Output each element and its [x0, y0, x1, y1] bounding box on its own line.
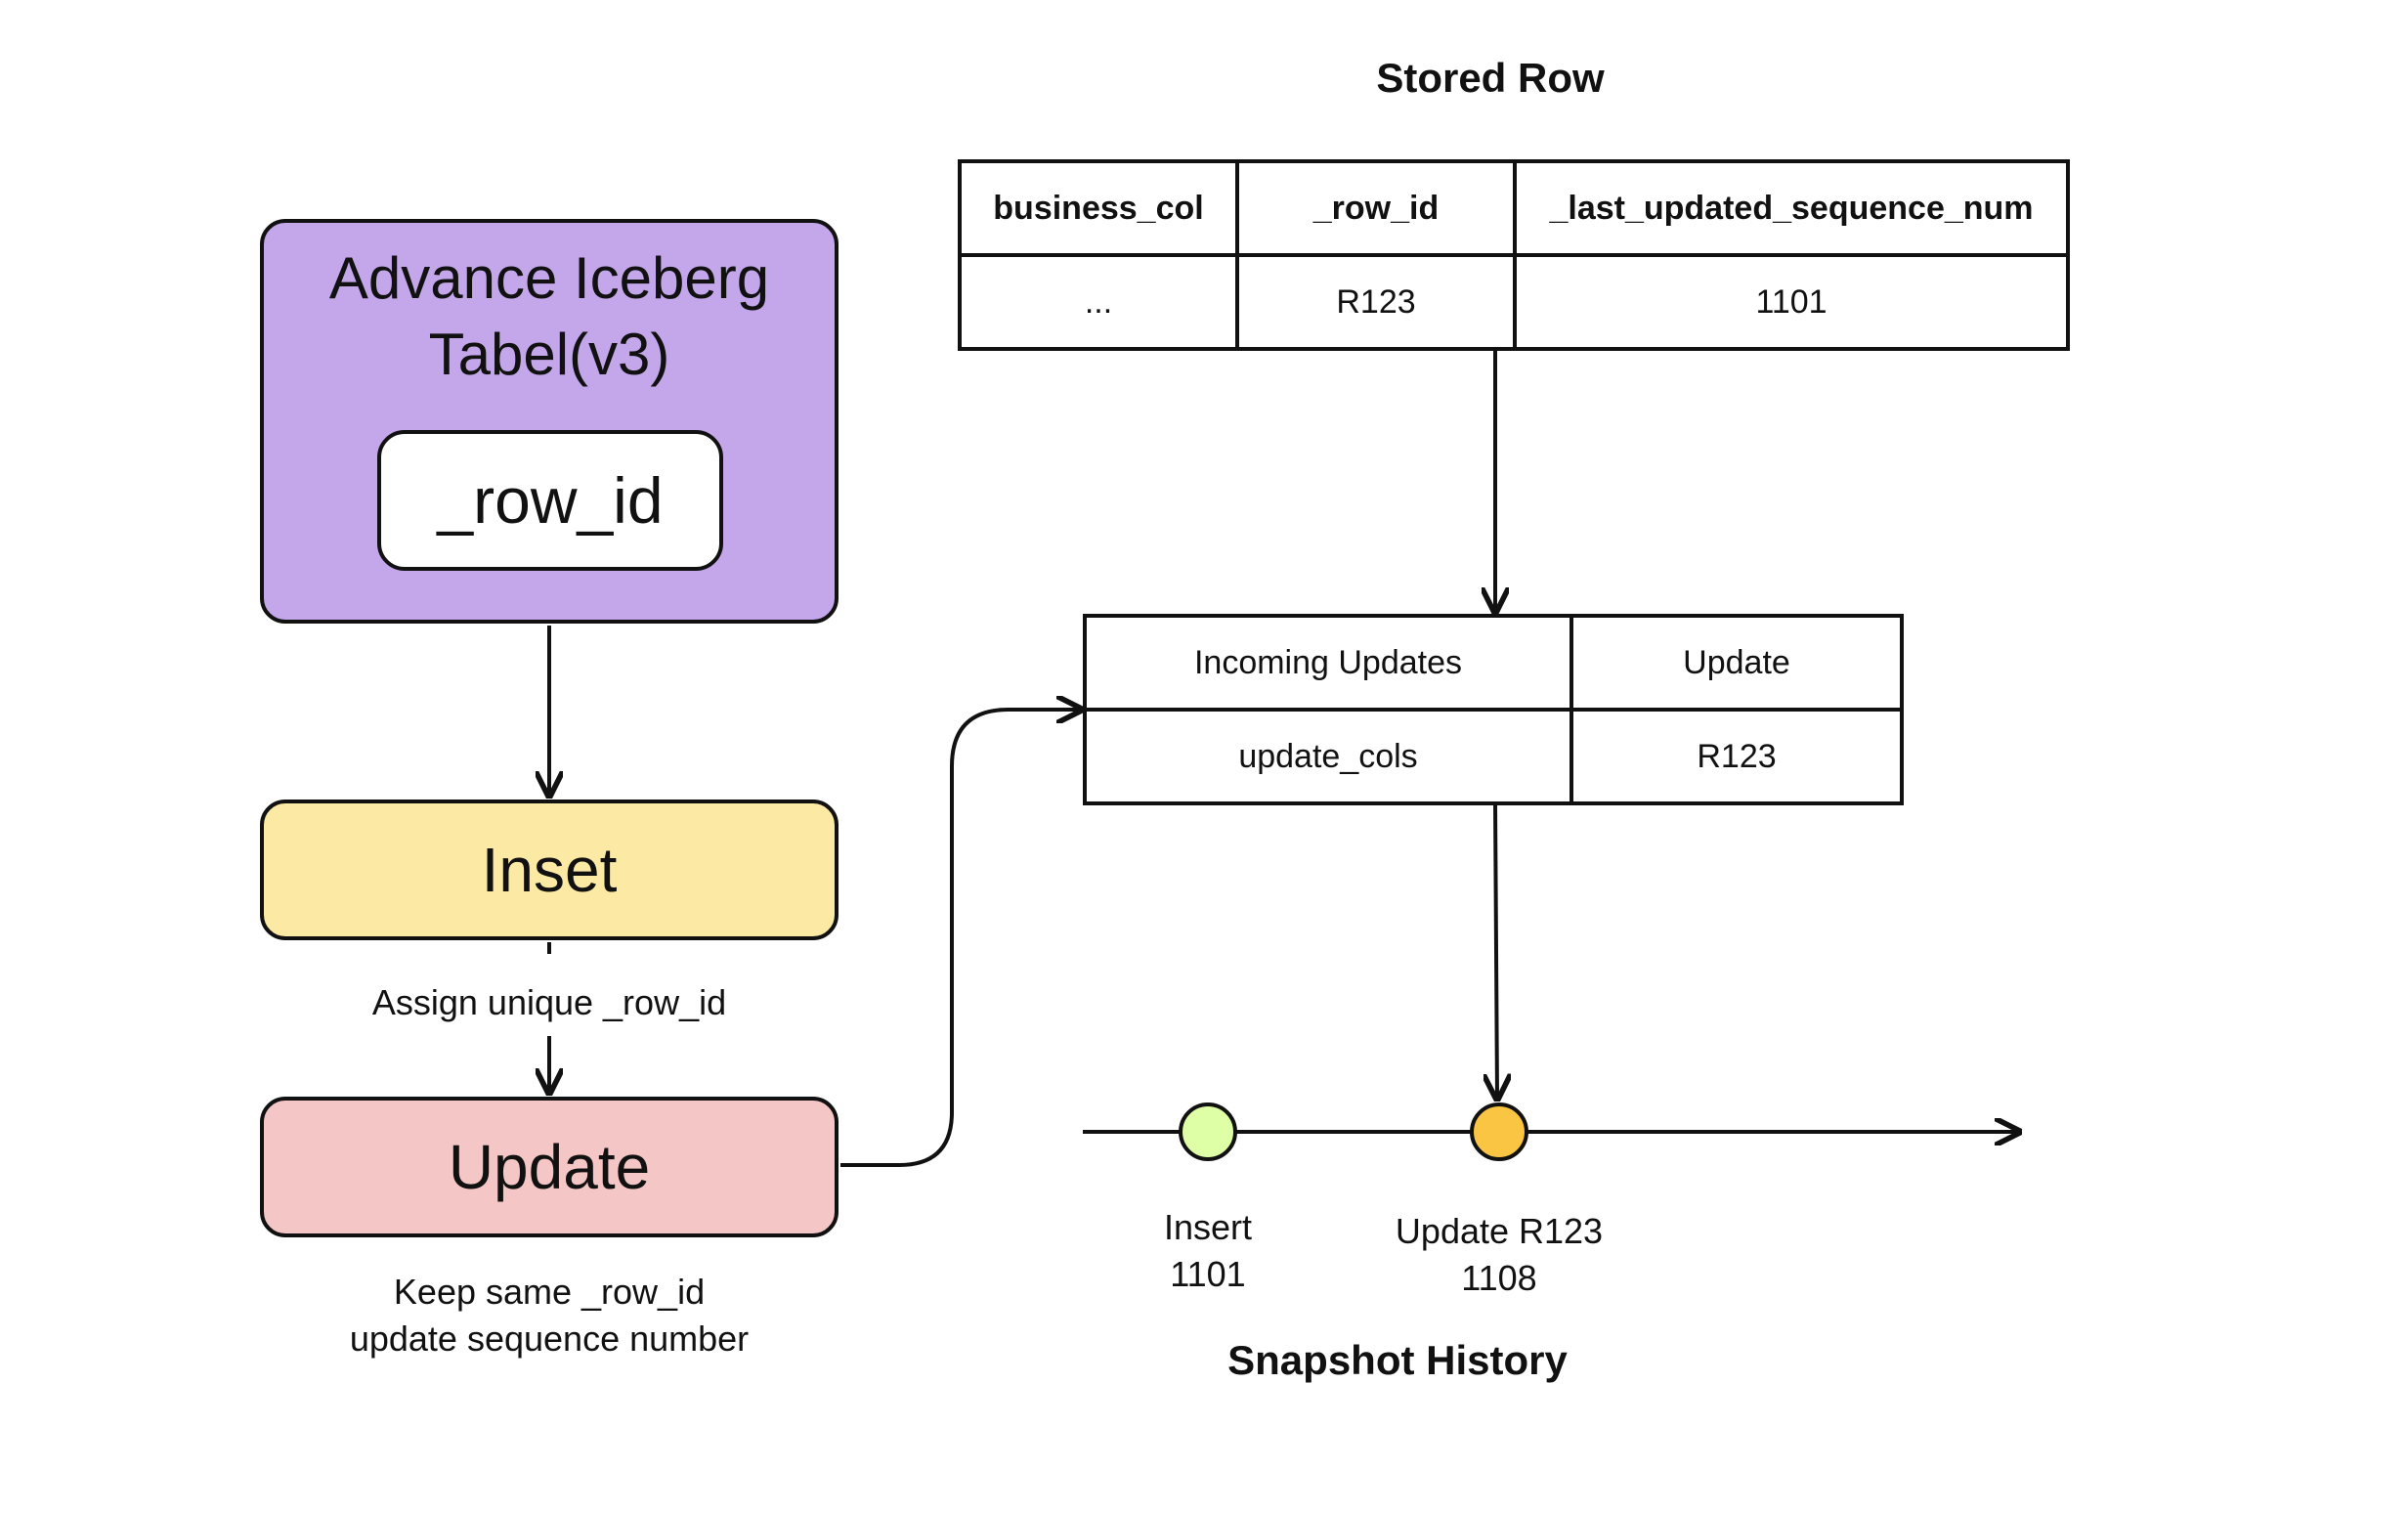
incoming-updates-table: Incoming Updates Update update_cols R123: [1083, 614, 1904, 805]
stored-row-table: business_col _row_id _last_updated_seque…: [958, 159, 2070, 351]
stored-row-header-row-id: _row_id: [1235, 159, 1517, 257]
stored-row-value-business-col: ...: [958, 253, 1239, 351]
snapshot-insert-name: Insert: [1163, 1207, 1253, 1247]
stored-row-value-row-id: R123: [1235, 253, 1517, 351]
incoming-value-row-id: R123: [1570, 708, 1904, 805]
snapshot-update-sequence: 1108: [1461, 1258, 1537, 1298]
iceberg-table-title: Advance Iceberg Tabel(v3): [260, 240, 838, 393]
stored-row-header-sequence-num: _last_updated_sequence_num: [1513, 159, 2070, 257]
iceberg-title-line1: Advance Iceberg: [328, 245, 770, 311]
snapshot-update-label: Update R123 1108: [1353, 1208, 1646, 1302]
snapshot-update-dot: [1470, 1102, 1528, 1161]
snapshot-insert-label: Insert 1101: [1110, 1204, 1306, 1298]
arrow-incoming-to-timeline: [1495, 802, 1497, 1099]
inset-caption: Assign unique _row_id: [371, 982, 727, 1022]
row-id-field-box: _row_id: [377, 430, 723, 571]
snapshot-insert-dot: [1179, 1102, 1237, 1161]
inset-box: Inset: [260, 800, 838, 940]
update-caption-line1: Keep same _row_id: [393, 1272, 706, 1312]
snapshot-insert-sequence: 1101: [1170, 1254, 1246, 1294]
arrow-update-to-incoming: [840, 710, 1081, 1167]
incoming-header-incoming-updates: Incoming Updates: [1083, 614, 1573, 712]
stored-row-title: Stored Row: [1376, 55, 1605, 101]
snapshot-update-name: Update R123: [1395, 1211, 1604, 1251]
snapshot-history-title: Snapshot History: [1227, 1337, 1568, 1383]
update-box: Update: [260, 1097, 838, 1237]
stored-row-value-sequence-num: 1101: [1513, 253, 2070, 351]
incoming-header-update: Update: [1570, 614, 1904, 712]
incoming-value-update-cols: update_cols: [1083, 708, 1573, 805]
update-caption: Keep same _row_id update sequence number: [211, 1269, 887, 1362]
update-caption-line2: update sequence number: [349, 1318, 750, 1359]
iceberg-title-line2: Tabel(v3): [428, 322, 670, 387]
stored-row-header-business-col: business_col: [958, 159, 1239, 257]
